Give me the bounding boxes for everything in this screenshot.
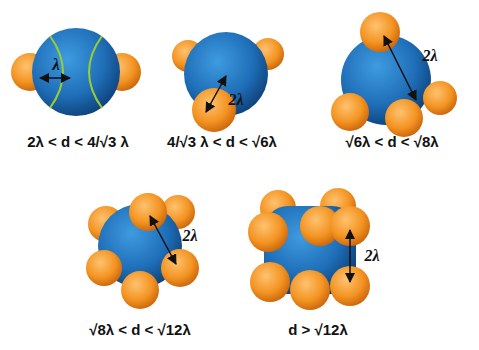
range-label: √8λ < d < √12λ — [89, 322, 191, 339]
length-label: 2λ — [182, 227, 197, 245]
config-four — [331, 12, 457, 137]
length-label: 2λ — [422, 47, 437, 65]
config-three — [172, 32, 284, 132]
range-label: √6λ < d < √8λ — [345, 134, 438, 151]
length-label: 2λ — [228, 91, 243, 109]
config-eight — [248, 188, 370, 310]
length-label: 2λ — [364, 247, 379, 265]
length-label: λ — [52, 56, 60, 75]
config-six — [86, 193, 199, 309]
range-label: d > √12λ — [288, 322, 348, 339]
range-label: 2λ < d < 4/√3 λ — [27, 134, 129, 151]
range-label: 4/√3 λ < d < √6λ — [167, 134, 277, 151]
config-two — [11, 28, 141, 116]
